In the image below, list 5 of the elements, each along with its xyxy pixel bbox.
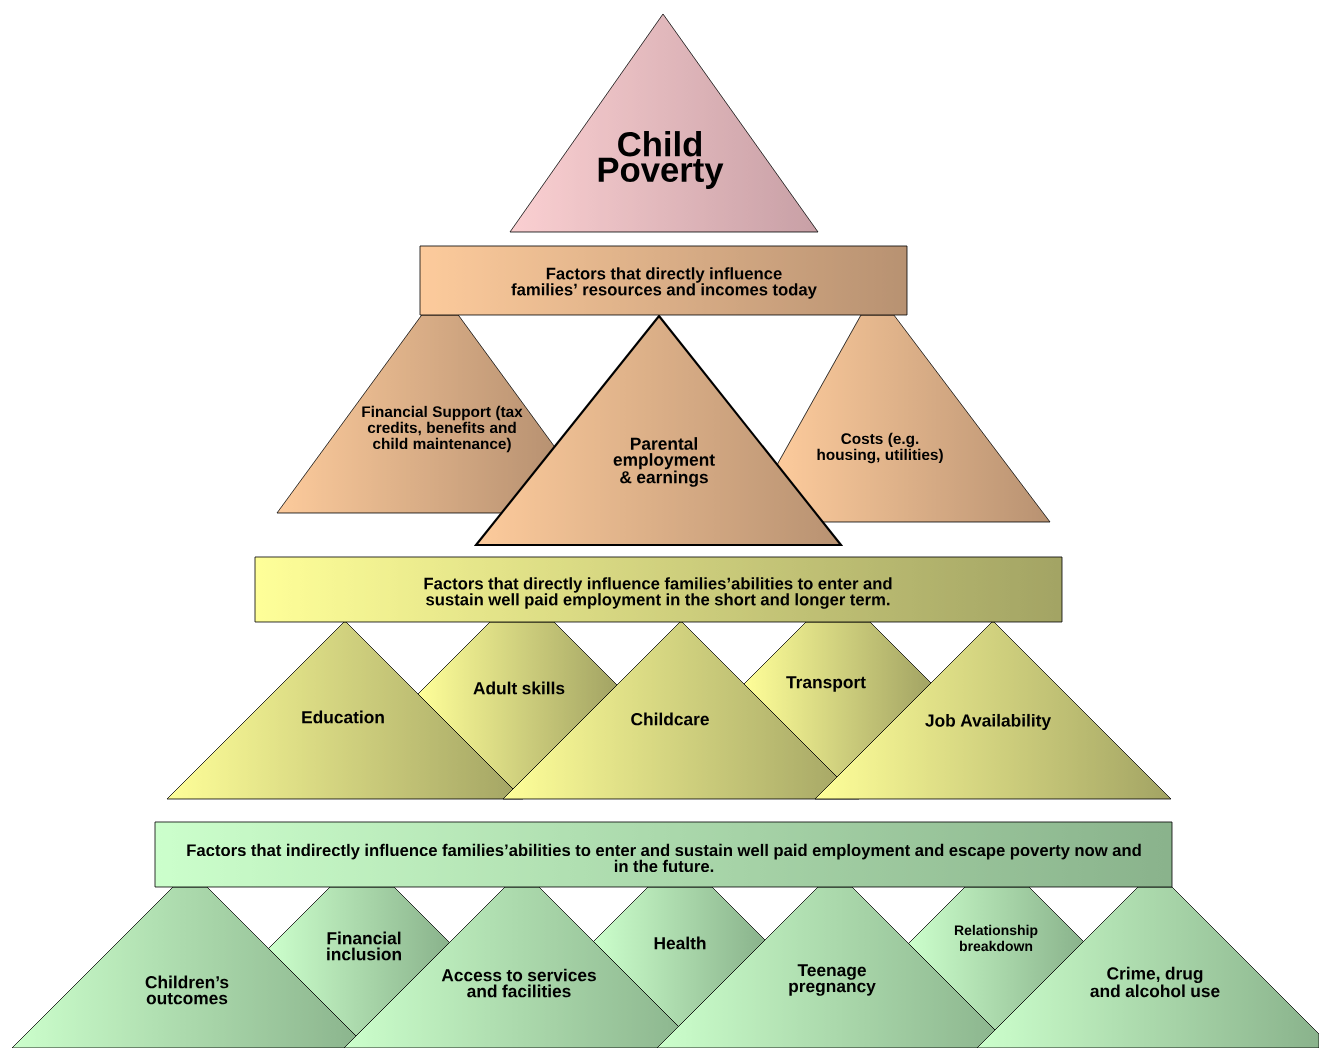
triangle: Child Poverty <box>509 13 819 233</box>
banner: Factors that directly influence families’abilities to enter and sustain well paid employment in the short and longer term. <box>254 556 1063 623</box>
banner: Factors that directly influence families’ resources and incomes today <box>419 245 908 316</box>
triangle: Financial Support (tax credits, benefits and child maintenance) <box>276 314 555 514</box>
triangle: Costs (e.g. housing, utilities) <box>776 314 1051 523</box>
